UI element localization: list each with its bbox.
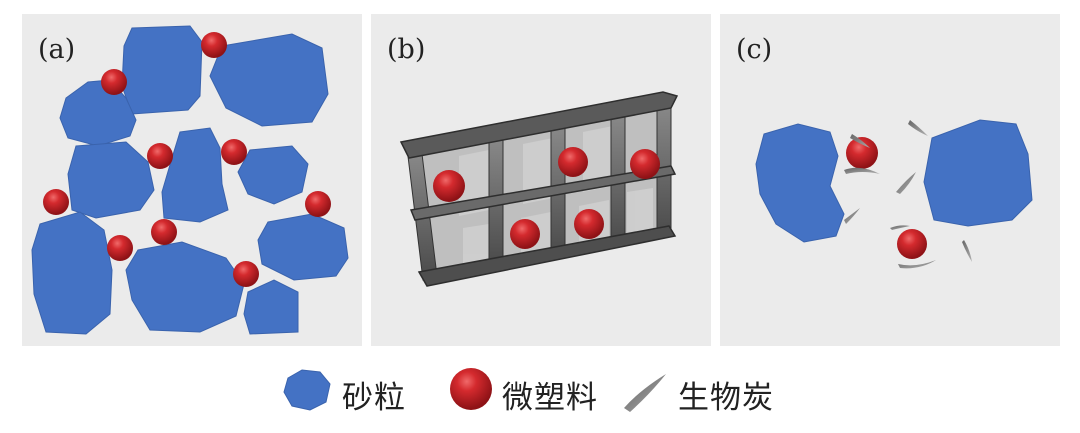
microplastic — [147, 143, 173, 169]
sand-grain — [67, 141, 155, 219]
frame-rail — [399, 91, 679, 159]
biochar-flake — [844, 167, 880, 174]
microplastic — [630, 149, 660, 179]
legend-item-sand: 砂粒 — [280, 362, 430, 422]
legend: 砂粒 微塑料 生物炭 — [280, 362, 840, 422]
panel-b-illustration — [399, 91, 679, 287]
panel-c-illustration — [755, 119, 1033, 269]
legend-item-biochar: 生物炭 — [620, 362, 820, 422]
panel-label-b: (b) — [387, 34, 426, 65]
sand-grain — [755, 123, 845, 243]
microplastic — [558, 147, 588, 177]
panel-label-c: (c) — [736, 34, 773, 65]
legend-label-sand: 砂粒 — [342, 380, 406, 416]
panel-a-illustration — [31, 25, 349, 335]
sand-grain — [923, 119, 1033, 227]
microplastic — [305, 191, 331, 217]
biochar-flake — [844, 208, 860, 224]
biochar-flake — [962, 240, 972, 262]
legend-item-microplastic: 微塑料 — [446, 362, 636, 422]
sand-grain — [243, 279, 299, 335]
biochar-flake — [890, 225, 910, 230]
legend-label-biochar: 生物炭 — [678, 380, 774, 416]
biochar-flake — [908, 120, 928, 136]
biochar-icon — [624, 374, 666, 412]
microplastic-icon — [450, 368, 492, 410]
sand-grain — [161, 127, 229, 223]
microplastic — [101, 69, 127, 95]
microplastic — [221, 139, 247, 165]
sand-grain — [121, 25, 203, 115]
microplastic — [233, 261, 259, 287]
microplastic — [43, 189, 69, 215]
microplastic — [510, 219, 540, 249]
microplastic — [151, 219, 177, 245]
biochar-flake — [896, 172, 916, 194]
legend-label-microplastic: 微塑料 — [502, 380, 598, 416]
microplastic — [201, 32, 227, 58]
frame-shelf — [409, 165, 677, 221]
sand-grain — [237, 145, 309, 205]
sand-grain-icon — [283, 369, 331, 411]
panel-b: (b) — [371, 14, 711, 346]
sand-grain — [257, 213, 349, 281]
panel-label-a: (a) — [38, 34, 76, 65]
microplastic — [433, 170, 465, 202]
frame-rail — [417, 225, 677, 287]
panel-a: (a) — [22, 14, 362, 346]
biochar-flake — [850, 134, 870, 148]
microplastic — [846, 137, 878, 169]
sand-grain — [125, 241, 245, 333]
panel-c: (c) — [720, 14, 1060, 346]
microplastic — [897, 229, 927, 259]
microplastic — [574, 209, 604, 239]
sand-grain — [209, 33, 329, 127]
sand-grain — [31, 211, 113, 335]
biochar-flake — [898, 260, 936, 269]
sand-grain — [59, 79, 137, 147]
microplastic — [107, 235, 133, 261]
